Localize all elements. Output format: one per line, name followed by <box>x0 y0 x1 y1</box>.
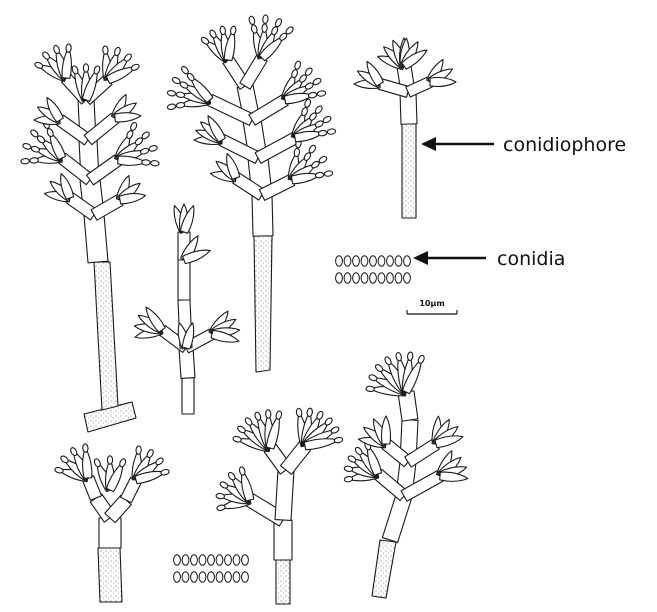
conidium <box>344 273 351 283</box>
conidiophore-specimen-4 <box>134 204 239 414</box>
conidium <box>395 256 402 266</box>
conidium <box>174 572 181 582</box>
scale-bar-label: 10µm <box>419 299 444 308</box>
conidium <box>208 555 215 565</box>
scale-bar: 10µm <box>407 299 457 314</box>
conidium <box>182 555 189 565</box>
conidiophore-specimen-1 <box>21 44 160 432</box>
conidium <box>199 572 206 582</box>
conidia-cluster-top <box>336 256 411 283</box>
conidiophore-specimen-5 <box>54 444 169 602</box>
conidium <box>344 256 351 266</box>
conidium <box>225 572 232 582</box>
conidium <box>233 572 240 582</box>
conidium <box>174 555 181 565</box>
conidiophore-specimen-labeled <box>354 38 456 218</box>
conidium <box>336 256 343 266</box>
conidium <box>182 572 189 582</box>
conidium <box>378 256 385 266</box>
conidium <box>191 555 198 565</box>
conidia-cluster-bottom <box>174 555 249 582</box>
conidiophore-specimen-7 <box>344 352 468 598</box>
conidia-label: conidia <box>497 248 565 270</box>
conidium <box>336 273 343 283</box>
conidium <box>370 256 377 266</box>
conidium <box>353 256 360 266</box>
conidiophore-pointer: conidiophore <box>421 134 626 156</box>
conidia-pointer: conidia <box>413 248 565 270</box>
conidiophore-arrowhead <box>421 137 436 151</box>
conidium <box>216 555 223 565</box>
conidium <box>199 555 206 565</box>
conidium <box>242 572 249 582</box>
conidium <box>361 256 368 266</box>
conidiophore-specimen-2 <box>167 15 336 372</box>
conidium <box>242 555 249 565</box>
conidium <box>233 555 240 565</box>
conidium <box>208 572 215 582</box>
conidiophore-label: conidiophore <box>503 134 626 156</box>
conidium <box>216 572 223 582</box>
conidia-arrowhead <box>413 251 428 265</box>
conidium <box>370 273 377 283</box>
conidium <box>353 273 360 283</box>
conidium <box>361 273 368 283</box>
conidium <box>387 256 394 266</box>
conidium <box>378 273 385 283</box>
conidium <box>395 273 402 283</box>
conidium <box>404 273 411 283</box>
conidium <box>404 256 411 266</box>
conidium <box>191 572 198 582</box>
conidium <box>225 555 232 565</box>
conidium <box>387 273 394 283</box>
